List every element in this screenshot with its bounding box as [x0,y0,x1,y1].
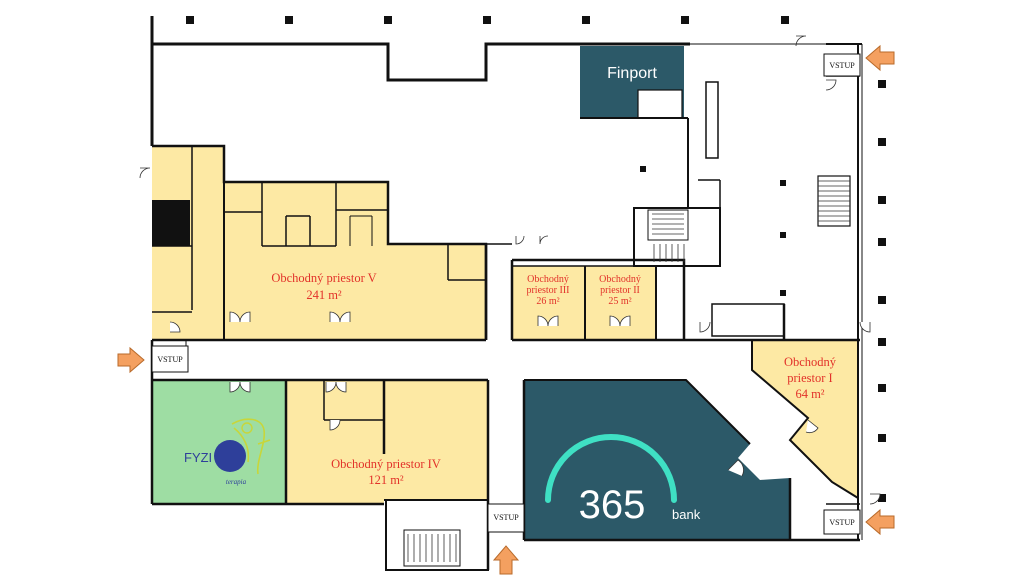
fyzio-circle-icon [214,440,246,472]
room-iii-fill [512,266,584,340]
staircase-lower [407,534,457,562]
bank-word: bank [672,507,701,522]
room-i-fill [752,340,858,498]
room-iii-area: 26 m² [536,296,559,307]
room-i-area: 64 m² [795,387,824,401]
fyzio-logo: FYZI terapia [184,418,271,486]
fyzio-sub: terapia [226,478,247,486]
room-ii-line2: priestor II [600,285,640,296]
finport-name: Finport [607,65,657,82]
entrance-bottom-right: VSTUP [823,509,861,535]
arrow-left-icon [117,346,145,374]
room-v-title: Obchodný priestor V [271,271,376,285]
bank-arc-icon [545,434,677,503]
bank-number: 365 [579,483,646,527]
entrance-top-right: VSTUP [823,53,861,77]
room-iii-line1: Obchodný [527,274,569,285]
room-iv-area: 121 m² [368,473,404,487]
entrance-left-label: VSTUP [157,355,183,364]
entrance-left: VSTUP [151,345,189,373]
staircase-core [652,213,685,262]
room-v-area: 241 m² [306,288,342,302]
room-v-label: Obchodný priestor V 241 m² [271,271,376,302]
room-i-line2: priestor I [787,371,832,385]
room-iii-line2: priestor III [526,285,569,296]
entrance-arrows [117,44,895,575]
finport-logo: Finport [584,62,680,82]
arrow-top-right-icon [865,44,895,72]
staircase-right [817,175,851,227]
arrow-bottom-icon [492,545,520,575]
doors [139,35,881,505]
room-iii-label: Obchodný priestor III 26 m² [526,274,569,307]
room-iv-fill [286,380,488,504]
entrance-bottom-middle: VSTUP [487,503,525,533]
fyzio-word: FYZI [184,450,212,465]
room-ii-area: 25 m² [608,296,631,307]
fyzio-figure-icon [231,418,271,475]
entrance-bottom-right-label: VSTUP [829,518,855,527]
room-iv-title: Obchodný priestor IV [331,457,441,471]
entrance-bottom-middle-label: VSTUP [493,513,519,522]
room-fills [152,46,858,540]
room-i-label: Obchodný priestor I 64 m² [784,355,837,401]
room-i-line1: Obchodný [784,355,837,369]
room-ii-fill [586,266,656,340]
finport-inner-room [637,89,683,119]
service-block [152,200,190,246]
bank-logo: 365 bank [545,434,701,527]
room-ii-line1: Obchodný [599,274,641,285]
arrow-bottom-right-icon [865,508,895,536]
room-v-fill [152,146,486,340]
room-iv-label: Obchodný priestor IV 121 m² [331,457,441,487]
entrance-top-right-label: VSTUP [829,61,855,70]
room-ii-label: Obchodný priestor II 25 m² [599,274,641,307]
